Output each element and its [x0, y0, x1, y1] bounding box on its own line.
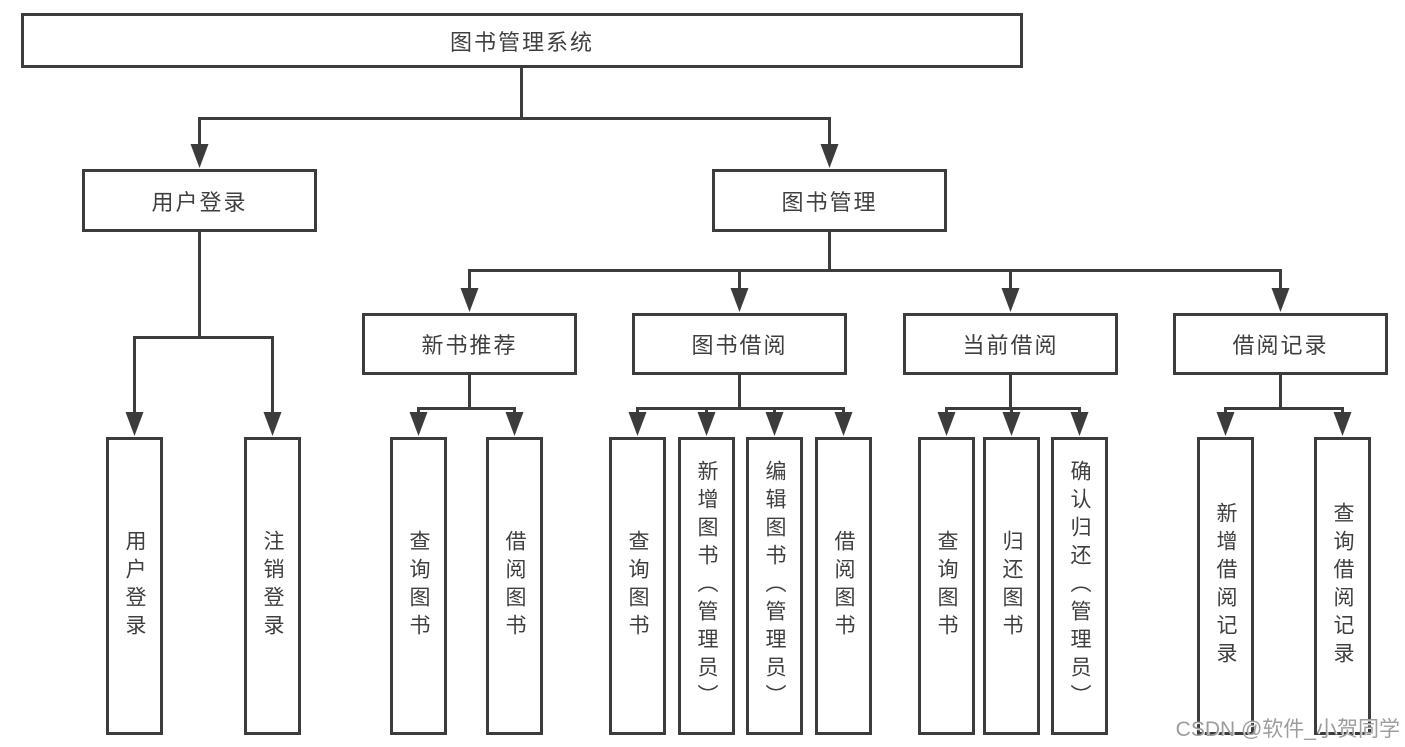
node-user-login: 用户登录 — [82, 169, 317, 232]
node-current-borrowing: 当前借阅 — [903, 313, 1118, 375]
node-book-management-label: 图书管理 — [781, 189, 878, 215]
node-library-system: 图书管理系统 — [21, 13, 1023, 68]
leaf-logout-label: 注销登录 — [261, 530, 284, 642]
leaf-query-books-current-label: 查询图书 — [935, 530, 958, 642]
leaf-add-borrow-record: 新增借阅记录 — [1197, 437, 1254, 735]
leaf-query-books-borrowing: 查询图书 — [609, 437, 666, 735]
leaf-confirm-return-admin: 确认归还（管理员） — [1051, 437, 1108, 735]
node-borrowing-records-label: 借阅记录 — [1232, 333, 1329, 358]
node-user-login-label: 用户登录 — [151, 189, 248, 215]
node-current-borrowing-label: 当前借阅 — [962, 333, 1059, 358]
leaf-query-books-recommend: 查询图书 — [390, 437, 447, 735]
leaf-edit-books-admin: 编辑图书（管理员） — [746, 437, 803, 735]
node-book-management: 图书管理 — [712, 169, 947, 232]
node-borrowing-records: 借阅记录 — [1173, 313, 1388, 375]
node-new-book-recommend-label: 新书推荐 — [421, 333, 518, 358]
leaf-return-books: 归还图书 — [983, 437, 1040, 735]
leaf-add-borrow-record-label: 新增借阅记录 — [1214, 502, 1237, 670]
leaf-borrow-books-label: 借阅图书 — [832, 530, 855, 642]
leaf-add-books-admin-label: 新增图书（管理员） — [695, 460, 718, 712]
leaf-edit-books-admin-label: 编辑图书（管理员） — [763, 460, 786, 712]
node-new-book-recommend: 新书推荐 — [362, 313, 577, 375]
leaf-logout: 注销登录 — [244, 437, 301, 735]
leaf-add-books-admin: 新增图书（管理员） — [678, 437, 735, 735]
leaf-borrow-books-recommend-label: 借阅图书 — [503, 530, 526, 642]
csdn-watermark: CSDN @软件_小贺同学 — [1175, 718, 1400, 741]
leaf-query-books-recommend-label: 查询图书 — [407, 530, 430, 642]
node-book-borrowing: 图书借阅 — [632, 313, 847, 375]
node-library-system-label: 图书管理系统 — [449, 29, 594, 55]
node-book-borrowing-label: 图书借阅 — [691, 333, 788, 358]
leaf-query-books-borrowing-label: 查询图书 — [626, 530, 649, 642]
leaf-confirm-return-admin-label: 确认归还（管理员） — [1068, 460, 1091, 712]
leaf-return-books-label: 归还图书 — [1000, 530, 1023, 642]
leaf-borrow-books: 借阅图书 — [815, 437, 872, 735]
leaf-query-borrow-record: 查询借阅记录 — [1314, 437, 1371, 735]
leaf-user-login: 用户登录 — [106, 437, 163, 735]
leaf-query-borrow-record-label: 查询借阅记录 — [1331, 502, 1354, 670]
leaf-query-books-current: 查询图书 — [918, 437, 975, 735]
leaf-borrow-books-recommend: 借阅图书 — [486, 437, 543, 735]
leaf-user-login-label: 用户登录 — [123, 530, 146, 642]
